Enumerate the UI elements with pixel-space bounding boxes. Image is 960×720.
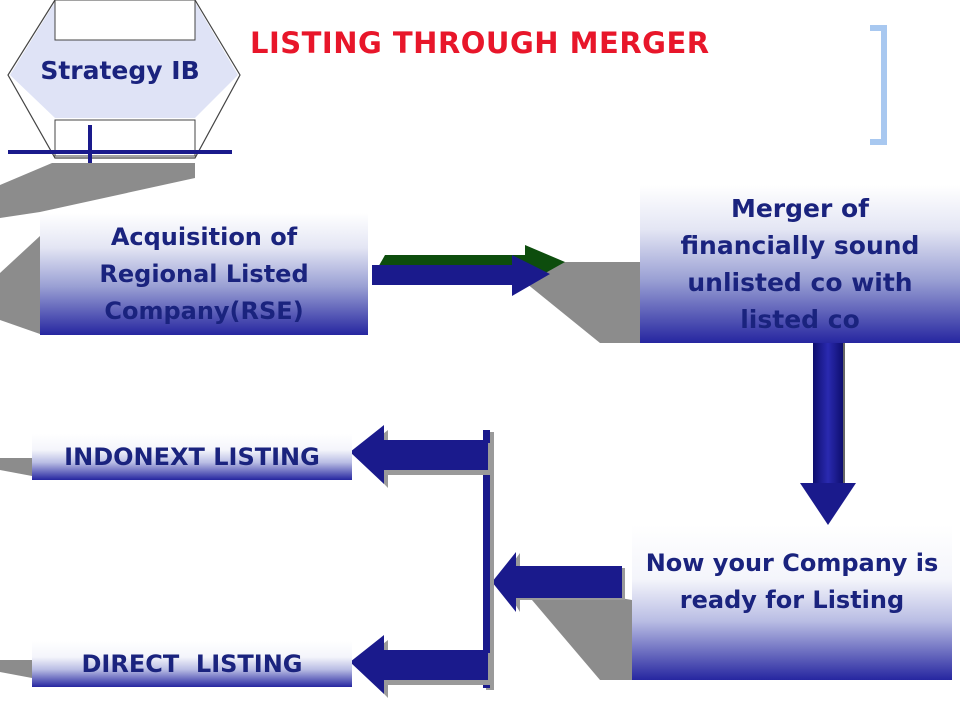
ready-label: Now your Company is ready for Listing [645, 549, 939, 614]
arrow-to-merger [372, 245, 565, 296]
ready-box: Now your Company is ready for Listing [632, 525, 952, 680]
arrow-left-from-ready [492, 552, 625, 612]
acquisition-label: Acquisition of Regional Listed Company(R… [99, 222, 309, 325]
connector-bar [483, 430, 494, 690]
arrow-to-direct [350, 635, 490, 698]
page-title: LISTING THROUGH MERGER [250, 26, 710, 60]
arrow-to-indonext [350, 425, 490, 488]
indonext-label: INDONEXT LISTING [64, 442, 320, 471]
box-shadows [0, 163, 640, 680]
merger-box: Merger of financially sound unlisted co … [640, 185, 960, 343]
direct-label: DIRECT LISTING [81, 649, 303, 678]
acquisition-box: Acquisition of Regional Listed Company(R… [40, 213, 368, 335]
logo-label: Strategy IB [40, 56, 200, 85]
direct-box: DIRECT LISTING [32, 641, 352, 687]
bracket-decoration [870, 25, 887, 145]
merger-label: Merger of financially sound unlisted co … [680, 194, 920, 334]
logo-badge [7, 0, 241, 172]
indonext-box: INDONEXT LISTING [32, 434, 352, 480]
arrow-down-to-ready [800, 343, 856, 525]
